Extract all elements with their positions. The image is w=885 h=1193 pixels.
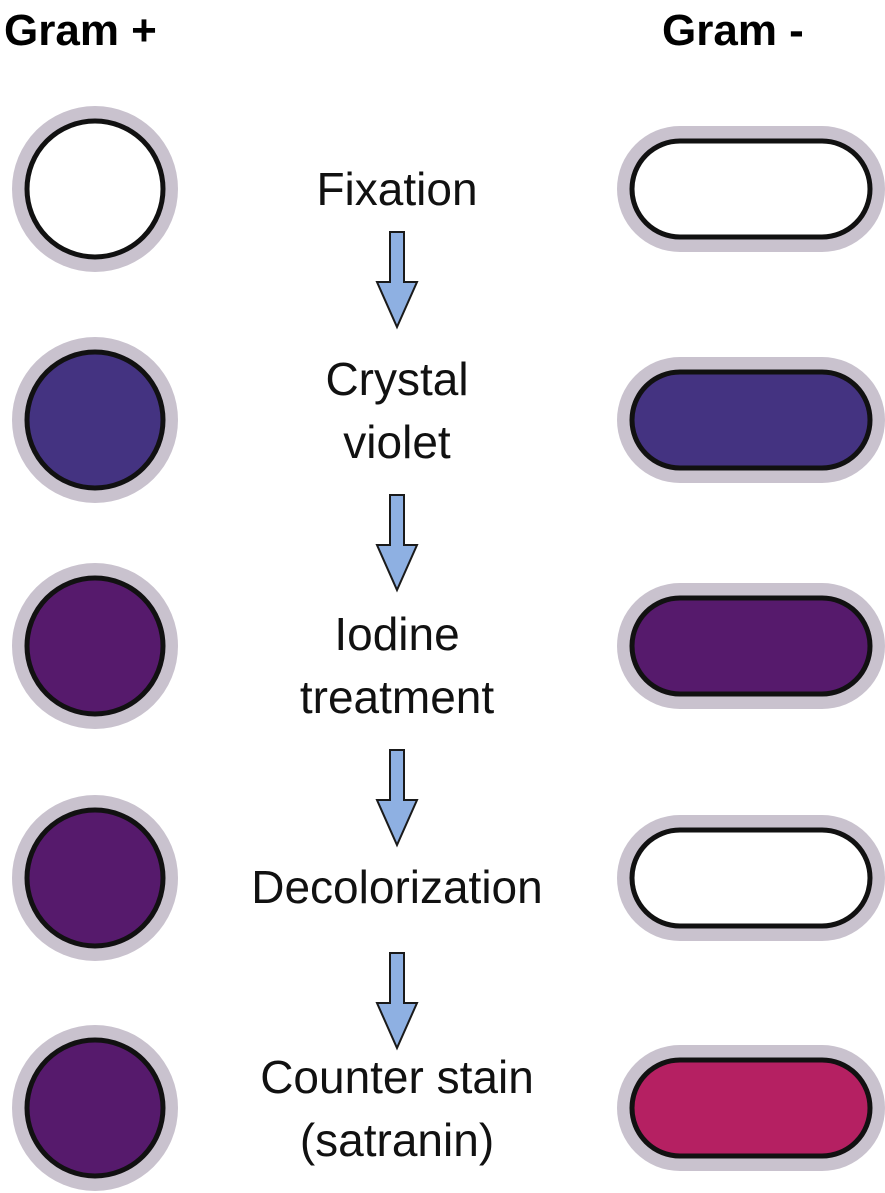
- step-label: Counter stain (satranin): [200, 1046, 594, 1172]
- gram-positive-cell: [24, 575, 166, 717]
- gram-positive-cell: [24, 349, 166, 491]
- step-label-line: Decolorization: [251, 861, 543, 913]
- step-label: Iodine treatment: [200, 603, 594, 729]
- down-arrow-icon: [375, 231, 419, 330]
- step-label: Decolorization: [200, 856, 594, 919]
- step-label-line: Iodine: [334, 608, 460, 660]
- gram-negative-cell: [629, 1057, 873, 1159]
- gram-positive-cell: [24, 807, 166, 949]
- gram-negative-cell: [629, 827, 873, 929]
- down-arrow-icon: [375, 749, 419, 848]
- step-label: Crystal violet: [200, 348, 594, 474]
- gram-negative-cell: [629, 369, 873, 471]
- down-arrow-icon: [375, 494, 419, 593]
- step-label-line: Fixation: [316, 163, 478, 215]
- down-arrow-icon: [375, 952, 419, 1051]
- gram-positive-cell: [24, 1037, 166, 1179]
- gram-negative-cell: [629, 595, 873, 697]
- gram-negative-cell: [629, 138, 873, 240]
- gram-negative-header: Gram -: [662, 6, 804, 55]
- step-label-line: Counter stain: [260, 1051, 534, 1103]
- step-label: Fixation: [200, 158, 594, 221]
- gram-positive-header: Gram +: [4, 6, 157, 55]
- step-label-line: treatment: [299, 671, 495, 723]
- gram-positive-cell: [24, 118, 166, 260]
- step-label-line: Crystal: [325, 353, 469, 405]
- step-label-line: (satranin): [299, 1114, 495, 1166]
- step-label-line: violet: [343, 416, 451, 468]
